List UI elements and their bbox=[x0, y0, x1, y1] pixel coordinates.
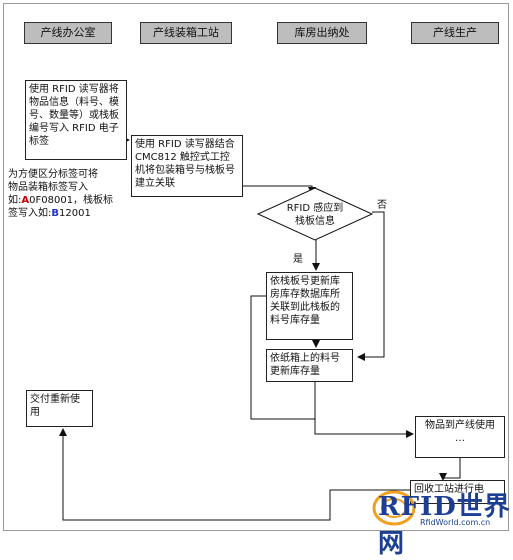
note-line-1: 为方便区分标签可将 bbox=[8, 169, 98, 180]
lane-production-office: 产线办公室 bbox=[24, 22, 112, 44]
rfidworld-logo bbox=[372, 490, 416, 526]
label-no: 否 bbox=[377, 200, 387, 211]
note-line-2: 物品装箱标签写入 bbox=[8, 182, 88, 193]
arrow-pallet-side-line bbox=[250, 295, 315, 420]
lane-warehouse-desk: 库房出纳处 bbox=[277, 22, 367, 44]
arrow-to-recycle bbox=[439, 458, 461, 481]
step-to-line-box: 物品到产线使用 … bbox=[415, 416, 505, 458]
lane-packing-station: 产线装箱工站 bbox=[140, 22, 232, 44]
logo-sub-text: RfidWorld.com.cn bbox=[420, 518, 491, 527]
decision-diamond bbox=[256, 187, 374, 241]
to-line-label: 物品到产线使用 bbox=[425, 420, 495, 431]
note-highlight-b: B bbox=[51, 208, 59, 219]
decision-label: RFID 感应到栈板信息 bbox=[286, 203, 344, 227]
diagram-frame bbox=[3, 3, 509, 531]
step-update-by-carton-box: 依纸箱上的料号更新库存量 bbox=[266, 349, 353, 382]
to-line-ellipsis: … bbox=[455, 433, 465, 444]
step-bind-pallet-box: 使用 RFID 读写器结合CMC812 触控式工控机将包装箱号与栈板号建立关联 bbox=[131, 135, 243, 197]
step-recycle-box: 回收工站进行电 bbox=[410, 480, 505, 504]
note-line-4: 签写入如:B12001 bbox=[8, 207, 126, 220]
arrow-decision-no bbox=[357, 211, 385, 361]
note-line-4-prefix: 签写入如: bbox=[8, 208, 52, 219]
note-line-3: 如:A0F08001，栈板标 bbox=[8, 194, 126, 207]
label-yes: 是 bbox=[293, 254, 303, 265]
note-line-4-rest: 12001 bbox=[59, 208, 91, 219]
arrow-return-to-delivery bbox=[59, 428, 410, 521]
step-update-by-pallet-box: 依栈板号更新库房库存数据库所关联到此栈板的料号库存量 bbox=[266, 272, 353, 340]
step-rfid-write-box: 使用 RFID 读写器将物品信息（料号、模号、数量等）或栈板编号写入 RFID … bbox=[25, 80, 127, 160]
label-format-note: 为方便区分标签可将 物品装箱标签写入 如:A0F08001，栈板标 签写入如:B… bbox=[8, 168, 126, 220]
arrow-to-line bbox=[314, 382, 414, 438]
note-highlight-a: A bbox=[21, 195, 30, 206]
note-line-3-prefix: 如: bbox=[8, 195, 22, 206]
lane-production-line: 产线生产 bbox=[411, 22, 499, 44]
note-line-3-rest: 0F08001，栈板标 bbox=[29, 195, 114, 206]
step-delivery-reuse-box: 交付重新使用 bbox=[26, 390, 93, 427]
